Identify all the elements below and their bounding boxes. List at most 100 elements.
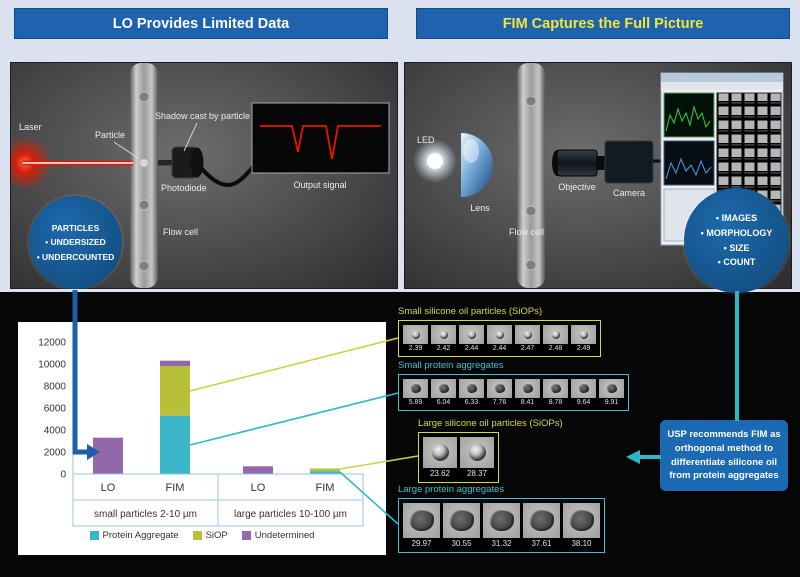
led-label: LED — [417, 135, 435, 145]
particle-shape — [522, 384, 533, 393]
particle-thumbnail: 2.44 — [487, 325, 512, 352]
particle-thumbnail: 2.42 — [431, 325, 456, 352]
particle-size-value: 6.33 — [464, 399, 479, 406]
legend-label: Protein Aggregate — [102, 530, 179, 541]
strip-box: 23.62 28.37 — [418, 432, 499, 483]
badge-line: • COUNT — [717, 257, 756, 268]
particle-thumbnail: 9.64 — [571, 379, 596, 406]
camera-mount — [597, 156, 605, 170]
output-signal-label: Output signal — [293, 180, 346, 190]
flow-cell-port — [525, 259, 537, 271]
particle-thumbnail: 28.37 — [460, 437, 494, 478]
y-tick-label: 2000 — [44, 448, 67, 459]
lens-highlight — [463, 139, 479, 163]
camera-body — [604, 140, 654, 184]
particle-size-value: 9.64 — [576, 399, 591, 406]
particle-shape — [449, 510, 474, 531]
category-label: FIM — [166, 482, 185, 494]
photodiode-label: Photodiode — [161, 183, 207, 193]
particle-size-value: 30.55 — [451, 539, 472, 548]
particle-size-value: 23.62 — [429, 469, 451, 478]
particle-size-value: 2.42 — [436, 345, 451, 352]
strip-title: Small silicone oil particles (SiOPs) — [398, 306, 543, 317]
particle-shape — [569, 510, 594, 531]
particle-size-value: 2.48 — [548, 345, 563, 352]
protein-aggregate-image — [563, 503, 600, 538]
particle-shape — [551, 330, 560, 339]
protein-aggregate-image — [571, 379, 596, 398]
particle-thumbnail: 2.48 — [543, 325, 568, 352]
silicone-oil-particle-image — [460, 437, 494, 468]
silicone-oil-particle-image — [423, 437, 457, 468]
lo-photo-panel: Laser Particle Shadow cast by particle P… — [10, 62, 398, 289]
legend-swatch — [89, 531, 99, 540]
particle-size-value: 37.61 — [531, 539, 552, 548]
legend-label: Undetermined — [254, 530, 315, 541]
category-label: LO — [101, 482, 116, 494]
flow-cell-column — [130, 63, 158, 288]
particle-label: Particle — [95, 130, 125, 140]
particle-thumbnail: 31.32 — [483, 503, 520, 548]
green-histogram-trace — [665, 105, 711, 132]
protein-aggregate-image — [523, 503, 560, 538]
particle-size-value: 2.44 — [464, 345, 479, 352]
particle-dot — [140, 159, 148, 167]
particle-size-value: 2.47 — [520, 345, 535, 352]
particle-pointer-line — [113, 141, 139, 159]
group-label: small particles 2-10 µm — [94, 509, 197, 520]
particle-thumbnail: 6.33 — [459, 379, 484, 406]
y-tick-label: 6000 — [44, 404, 67, 415]
silicone-oil-particle-image — [459, 325, 484, 344]
silicone-oil-particle-image — [543, 325, 568, 344]
software-title-bar — [661, 73, 783, 82]
particle-thumbnail: 2.39 — [403, 325, 428, 352]
protein-aggregate-image — [443, 503, 480, 538]
led-bulb — [427, 153, 443, 169]
flow-cell-port — [525, 95, 537, 107]
fim-benefits-badge: • IMAGES• MORPHOLOGY• SIZE• COUNT — [684, 188, 789, 293]
particle-size-value: 8.78 — [548, 399, 563, 406]
shadow-label: Shadow cast by particle — [155, 111, 250, 121]
particle-shape — [489, 510, 514, 531]
particle-thumbnail: 37.61 — [523, 503, 560, 548]
blue-histogram-trace — [665, 157, 712, 180]
particle-shape — [439, 330, 448, 339]
particle-shape — [606, 384, 617, 393]
particle-thumbnail: 29.97 — [403, 503, 440, 548]
camera-label: Camera — [613, 188, 645, 198]
y-tick-label: 10000 — [38, 360, 66, 371]
particle-shape — [431, 444, 449, 461]
flow-cell-label: Flow cell — [509, 227, 544, 237]
lo-limitations-badge: PARTICLES• UNDERSIZED• UNDERCOUNTED — [29, 196, 122, 289]
group-label: large particles 10-100 µm — [234, 509, 347, 520]
laser-label: Laser — [19, 122, 42, 132]
particle-thumbnail: 7.76 — [487, 379, 512, 406]
laser-beam-core — [23, 162, 133, 164]
y-tick-label: 8000 — [44, 382, 67, 393]
particle-thumbnail: 6.04 — [431, 379, 456, 406]
badge-line: • SIZE — [723, 242, 750, 253]
particle-size-value: 2.49 — [576, 345, 591, 352]
software-blue-plot — [663, 140, 715, 186]
flow-cell-port — [138, 260, 150, 272]
protein-aggregate-image — [483, 503, 520, 538]
category-label: LO — [251, 482, 266, 494]
protein-aggregate-image — [403, 379, 428, 398]
usp-recommendation-note: USP recommends FIM as orthogonal method … — [660, 420, 788, 492]
y-tick-label: 4000 — [44, 426, 67, 437]
legend-label: SiOP — [205, 530, 228, 541]
particle-size-value: 7.76 — [492, 399, 507, 406]
signal-cable — [200, 165, 255, 187]
particle-size-value: 31.32 — [491, 539, 512, 548]
particle-shape — [409, 510, 434, 531]
silicone-oil-particle-image — [403, 325, 428, 344]
particle-thumbnail: 8.78 — [543, 379, 568, 406]
particle-shadow — [158, 160, 172, 166]
particle-thumbnail: 5.89 — [403, 379, 428, 406]
y-tick-label: 12000 — [38, 338, 66, 349]
y-tick-label: 0 — [60, 470, 66, 481]
